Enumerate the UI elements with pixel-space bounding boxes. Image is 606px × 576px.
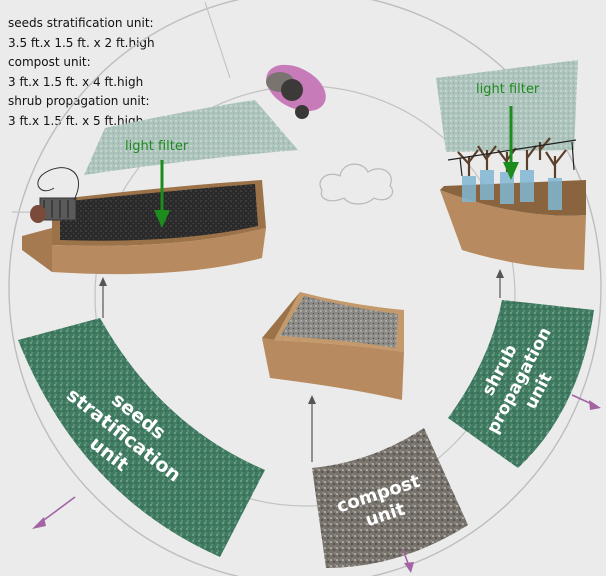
- flow-arrow-seeds: [99, 277, 107, 318]
- compost-pad: [312, 428, 468, 568]
- outflow-arrow-shrub: [571, 394, 601, 410]
- cloud-sketch: [319, 163, 394, 205]
- compost-spec-title: compost unit:: [8, 55, 91, 69]
- light-filter-left: [84, 100, 298, 175]
- light-filter-label-right: light filter: [476, 82, 540, 97]
- seeds-spec-dims: 3.5 ft.x 1.5 ft. x 2 ft.high: [8, 35, 155, 50]
- compost-box: [262, 292, 404, 400]
- shrub-spec-dims: 3 ft.x 1.5 ft. x 5 ft.high: [8, 113, 144, 128]
- outflow-arrow-compost: [402, 549, 414, 573]
- flow-arrow-compost: [308, 395, 316, 462]
- light-arrow-left: [154, 160, 170, 228]
- unit-specifications: seeds stratification unit: 3.5 ft.x 1.5 …: [8, 14, 155, 131]
- compost-spec-dims: 3 ft.x 1.5 ft. x 4 ft.high: [8, 74, 144, 89]
- flow-arrow-shrub: [496, 269, 504, 298]
- outer-ring: [8, 0, 602, 576]
- light-filter-label-left: light filter: [125, 139, 189, 154]
- seeds-stratification-pad: [18, 318, 265, 557]
- shrub-propagation-pad: [448, 300, 594, 468]
- shrub-spec-title: shrub propagation unit:: [8, 94, 150, 108]
- seeds-spec-title: seeds stratification unit:: [8, 16, 154, 30]
- seeds-stratification-box: [22, 167, 266, 275]
- light-filter-right: [436, 60, 578, 152]
- light-arrow-right: [503, 106, 519, 180]
- ring-divider: [204, 1, 231, 79]
- outflow-arrow-seeds: [32, 496, 76, 529]
- gardener-figure: [266, 64, 326, 119]
